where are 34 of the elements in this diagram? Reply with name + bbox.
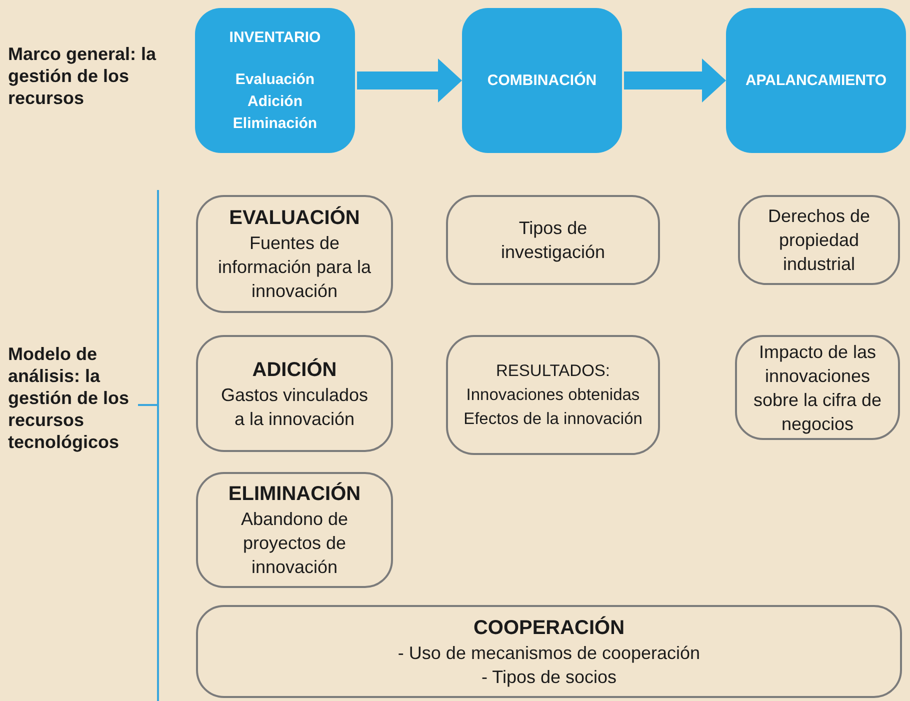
box-text: Efectos de la innovación [464,409,642,430]
rounded-box [446,335,660,455]
box-heading: INVENTARIO [229,28,321,48]
box-text: COMBINACIÓN [487,70,597,90]
stage-box [195,8,355,153]
box-heading: EVALUACIÓN [229,205,360,231]
rounded-box [196,605,902,698]
section-label: Modelo de análisis: la gestión de los recursos tecnológicos [8,343,130,453]
stage-box [726,8,906,153]
box-text: Evaluación Adición Eliminación [232,70,318,134]
rounded-box [738,195,900,285]
box-text: Derechos de propiedad industrial [766,205,872,276]
box-text: Fuentes de información para la innovación [216,232,372,303]
rounded-box [196,335,393,452]
box-text: Innovaciones obtenidas [466,385,640,406]
box-text: Gastos vinculados a la innovación [220,384,370,430]
box-heading: ELIMINACIÓN [228,481,361,507]
box-heading: COOPERACIÓN [473,615,625,640]
rounded-box [196,195,393,313]
arrow [624,58,726,102]
box-text: RESULTADOS: [496,361,610,382]
rounded-box [446,195,660,285]
rounded-box [196,472,393,588]
box-heading: ADICIÓN [252,357,337,382]
box-text: - Uso de mecanismos de cooperación [398,642,700,664]
box-text: - Tipos de socios [481,666,617,688]
box-text: Tipos de investigación [500,217,606,264]
box-text: Impacto de las innovaciones sobre la cifra de negocios [752,340,883,436]
rounded-box [735,335,900,440]
box-text: APALANCAMIENTO [745,70,887,90]
arrow [357,58,462,102]
box-text: Abandono de proyectos de innovación [240,508,350,579]
section-label: Marco general: la gestión de los recursos [8,43,158,109]
stage-box [462,8,622,153]
